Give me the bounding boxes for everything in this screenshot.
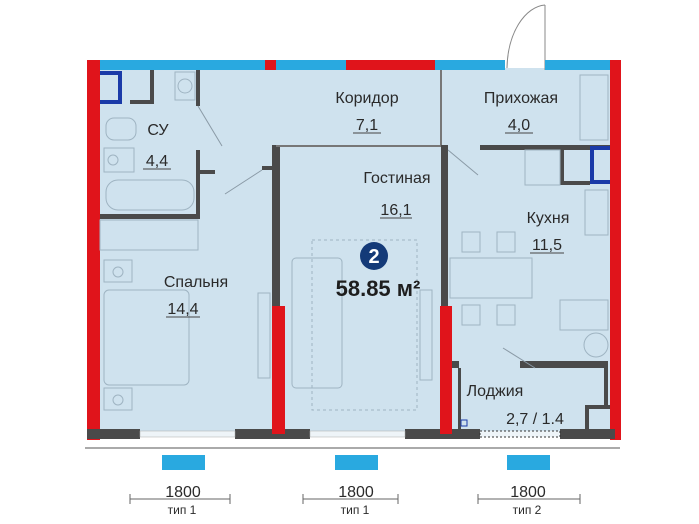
total-area: 58.85 м² (336, 276, 421, 301)
room-name: Кухня (527, 210, 570, 227)
window-width: 1800 (165, 484, 201, 501)
window-type: тип 1 (168, 503, 197, 517)
room-hallway: Прихожая 4,0 (484, 90, 558, 134)
room-kitchen: Кухня 11,5 (527, 210, 570, 254)
left-wall (87, 60, 100, 440)
door-swings (197, 105, 536, 369)
loggia-drain (460, 419, 468, 427)
room-name: Гостиная (363, 170, 430, 187)
room-area: 4,4 (146, 153, 168, 170)
bearing-wall-left (272, 306, 285, 434)
room-living: Гостиная 16,1 (363, 170, 430, 219)
window-1: 1800 тип 1 (129, 455, 231, 517)
bottom-wall (85, 429, 620, 449)
room-bedroom: Спальня 14,4 (164, 274, 228, 318)
interior-walls (100, 70, 610, 430)
apartment-badge (360, 242, 388, 270)
window-width: 1800 (338, 484, 374, 501)
room-name: Прихожая (484, 90, 558, 107)
apartment-number: 2 (368, 246, 379, 268)
shaft-left (100, 71, 122, 104)
room-coridor: Коридор 7,1 (335, 90, 398, 134)
room-name: Коридор (335, 90, 398, 107)
room-area: 11,5 (532, 237, 562, 254)
entrance-door (506, 4, 546, 70)
room-loggia: Лоджия 2,7 / 1.4 (467, 383, 564, 428)
bearing-wall-right (440, 306, 452, 434)
window-2: 1800 тип 1 (302, 455, 399, 517)
furniture (99, 71, 609, 411)
room-name: Спальня (164, 274, 228, 291)
right-wall (610, 60, 621, 440)
top-wall (100, 60, 610, 70)
room-bathroom: СУ 4,4 (143, 122, 171, 170)
shaft-right (590, 146, 610, 184)
room-name: СУ (147, 122, 169, 139)
floor-area (95, 68, 615, 436)
room-area: 2,7 / 1.4 (506, 411, 564, 428)
room-area: 14,4 (167, 301, 198, 318)
window-3: 1800 тип 2 (477, 455, 581, 517)
room-area: 16,1 (380, 202, 411, 219)
window-width: 1800 (510, 484, 546, 501)
window-type: тип 1 (341, 503, 370, 517)
room-area: 4,0 (508, 117, 530, 134)
room-area: 7,1 (356, 117, 378, 134)
window-type: тип 2 (513, 503, 542, 517)
room-name: Лоджия (467, 383, 524, 400)
